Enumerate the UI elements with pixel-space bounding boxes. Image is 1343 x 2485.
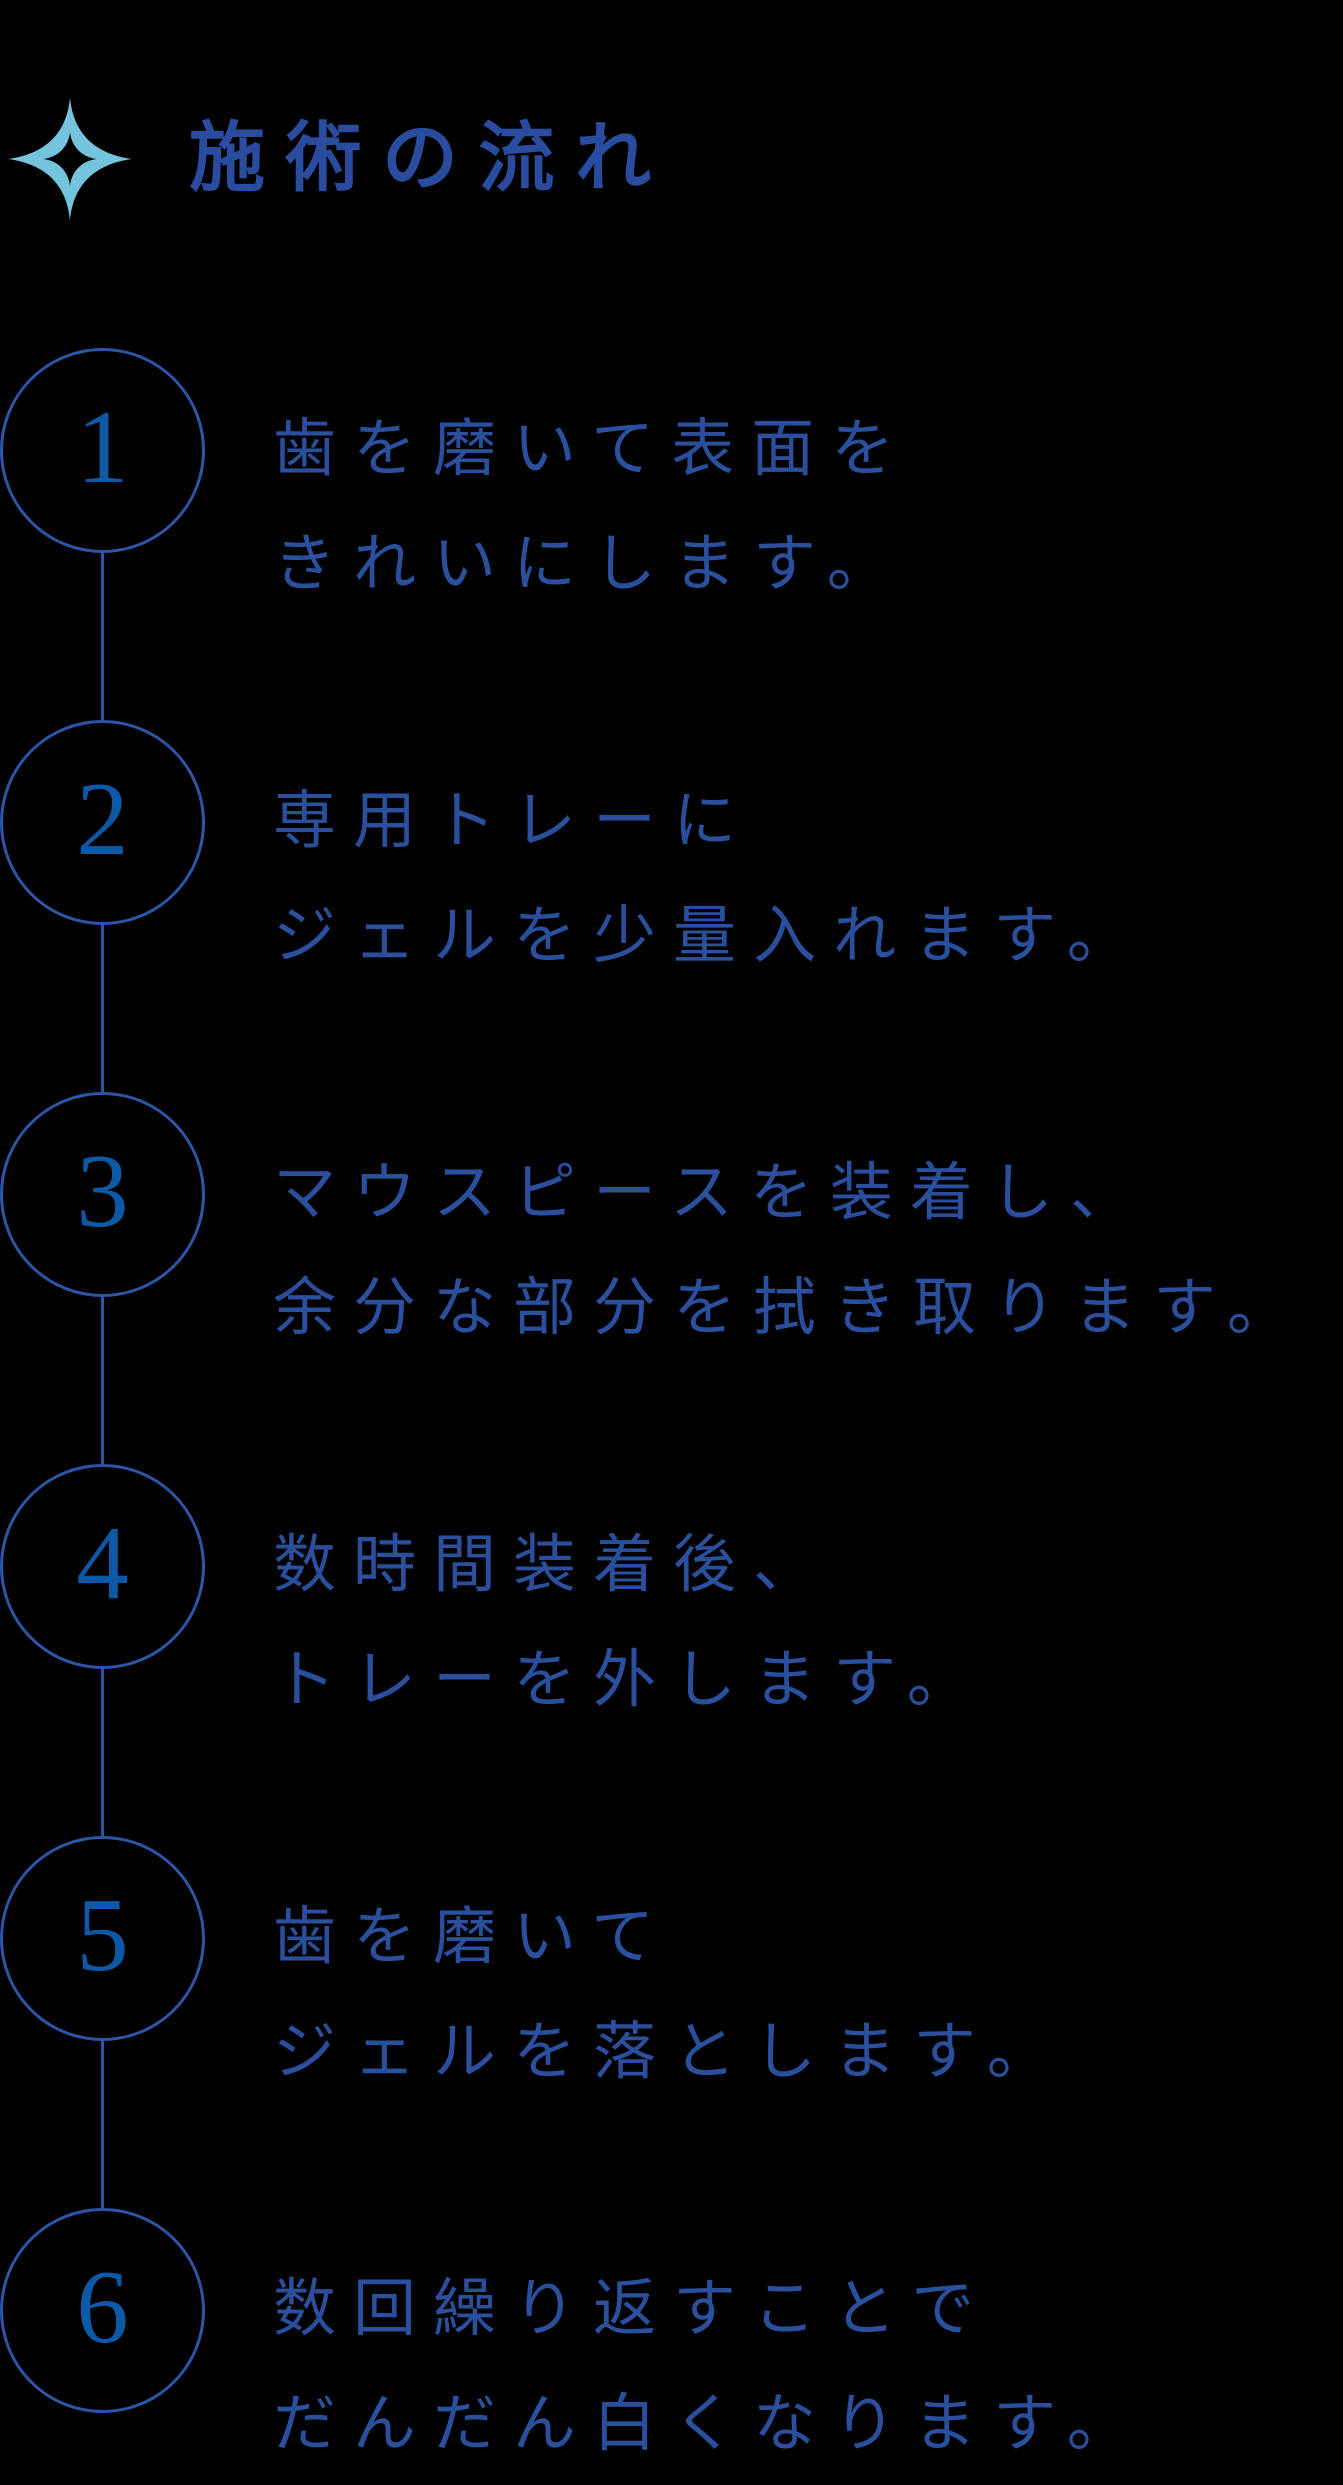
connector-line <box>101 925 104 1092</box>
header: 施術の流れ <box>3 96 672 222</box>
step-number: 2 <box>76 760 129 877</box>
step-number: 4 <box>76 1504 129 1621</box>
steps-list: 1 歯を磨いて表面を きれいにします。 2 専用トレーに ジェルを少量入れます。… <box>0 348 1307 2459</box>
step-number-circle: 5 <box>0 1836 205 2041</box>
step-number-circle: 3 <box>0 1092 205 1297</box>
page-title: 施術の流れ <box>189 117 672 201</box>
step-number: 5 <box>76 1876 129 1993</box>
step-text-line: 数回繰り返すことで <box>273 2274 992 2344</box>
connector-line <box>101 1297 104 1464</box>
step-text-line: 歯を磨いて <box>273 1902 672 1972</box>
step-description: 数時間装着後、 トレーを外します。 <box>273 1508 987 1738</box>
step-item-1: 1 歯を磨いて表面を きれいにします。 <box>0 348 1307 720</box>
step-item-2: 2 専用トレーに ジェルを少量入れます。 <box>0 720 1307 1092</box>
step-text-line: 余分な部分を拭き取ります。 <box>273 1273 1307 1343</box>
step-number-circle: 6 <box>0 2208 205 2413</box>
step-number-circle: 4 <box>0 1464 205 1669</box>
step-number-circle: 1 <box>0 348 205 553</box>
sparkle-icon <box>8 97 132 221</box>
step-text-line: 歯を磨いて表面を <box>273 414 912 484</box>
step-number: 3 <box>76 1132 129 1249</box>
step-number: 1 <box>76 388 129 505</box>
step-item-5: 5 歯を磨いて ジェルを落とします。 <box>0 1836 1307 2208</box>
step-number-circle: 2 <box>0 720 205 925</box>
step-item-6: 6 数回繰り返すことで だんだん白くなります。 <box>0 2208 1307 2459</box>
step-description: 数回繰り返すことで だんだん白くなります。 <box>273 2252 1147 2482</box>
step-text-line: 数時間装着後、 <box>273 1530 834 1600</box>
step-text-line: ジェルを落とします。 <box>273 2017 1067 2087</box>
step-description: マウスピースを装着し、 余分な部分を拭き取ります。 <box>273 1136 1307 1366</box>
step-number: 6 <box>76 2248 129 2365</box>
connector-line <box>101 1669 104 1836</box>
step-text-line: マウスピースを装着し、 <box>273 1158 1150 1228</box>
step-item-3: 3 マウスピースを装着し、 余分な部分を拭き取ります。 <box>0 1092 1307 1464</box>
step-text-line: 専用トレーに <box>273 786 754 856</box>
step-text-line: トレーを外します。 <box>273 1645 987 1715</box>
step-description: 歯を磨いて ジェルを落とします。 <box>273 1880 1067 2110</box>
step-description: 専用トレーに ジェルを少量入れます。 <box>273 764 1147 994</box>
step-text-line: だんだん白くなります。 <box>273 2389 1147 2459</box>
connector-line <box>101 553 104 720</box>
step-text-line: ジェルを少量入れます。 <box>273 901 1147 971</box>
step-description: 歯を磨いて表面を きれいにします。 <box>273 392 911 622</box>
step-text-line: きれいにします。 <box>273 529 907 599</box>
step-item-4: 4 数時間装着後、 トレーを外します。 <box>0 1464 1307 1836</box>
connector-line <box>101 2041 104 2208</box>
